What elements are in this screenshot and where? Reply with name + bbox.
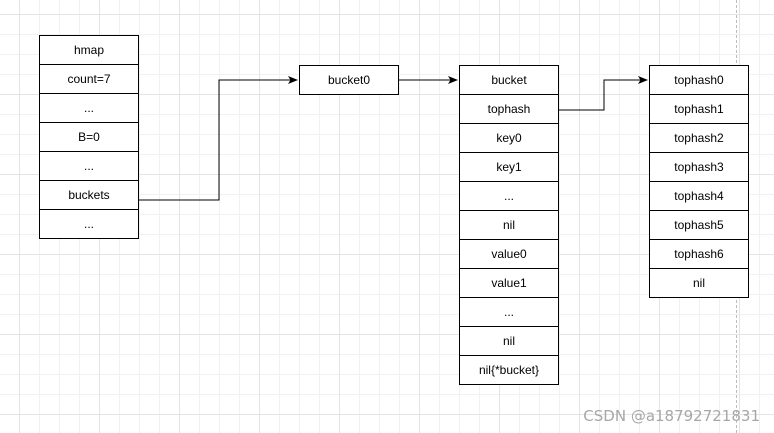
bucket-title: bucket	[459, 65, 559, 95]
hmap-b: B=0	[39, 122, 139, 152]
hmap-struct: hmap count=7 ... B=0 ... buckets ...	[39, 35, 139, 239]
bucket-value-nil: nil	[459, 326, 559, 356]
tophash-to-tophash0-arrow	[559, 76, 648, 111]
watermark: CSDN @a18792721831	[583, 407, 760, 425]
tophash-item: tophash2	[649, 123, 749, 153]
tophash-item: tophash5	[649, 210, 749, 240]
hmap-ellipsis: ...	[39, 151, 139, 181]
bucket-key-nil: nil	[459, 210, 559, 240]
bucket-overflow: nil{*bucket}	[459, 355, 559, 385]
bucket0-label: bucket0	[299, 65, 399, 95]
bucket-tophash: tophash	[459, 94, 559, 124]
tophash-array: tophash0 tophash1 tophash2 tophash3 toph…	[649, 65, 749, 298]
bucket-values-ellipsis: ...	[459, 297, 559, 327]
hmap-ellipsis: ...	[39, 93, 139, 123]
hmap-ellipsis: ...	[39, 209, 139, 239]
bucket0-box: bucket0	[299, 65, 399, 95]
tophash-item: tophash0	[649, 65, 749, 95]
tophash-item: tophash6	[649, 239, 749, 269]
bucket-value0: value0	[459, 239, 559, 269]
tophash-item: tophash1	[649, 94, 749, 124]
hmap-title: hmap	[39, 35, 139, 65]
bucket-key1: key1	[459, 152, 559, 182]
tophash-nil: nil	[649, 268, 749, 298]
bucket-key0: key0	[459, 123, 559, 153]
bucket-value1: value1	[459, 268, 559, 298]
hmap-buckets: buckets	[39, 180, 139, 210]
tophash-item: tophash3	[649, 152, 749, 182]
hmap-count: count=7	[39, 64, 139, 94]
bucket-keys-ellipsis: ...	[459, 181, 559, 211]
buckets-to-bucket0-arrow	[139, 76, 298, 201]
bucket-struct: bucket tophash key0 key1 ... nil value0 …	[459, 65, 559, 385]
tophash-item: tophash4	[649, 181, 749, 211]
